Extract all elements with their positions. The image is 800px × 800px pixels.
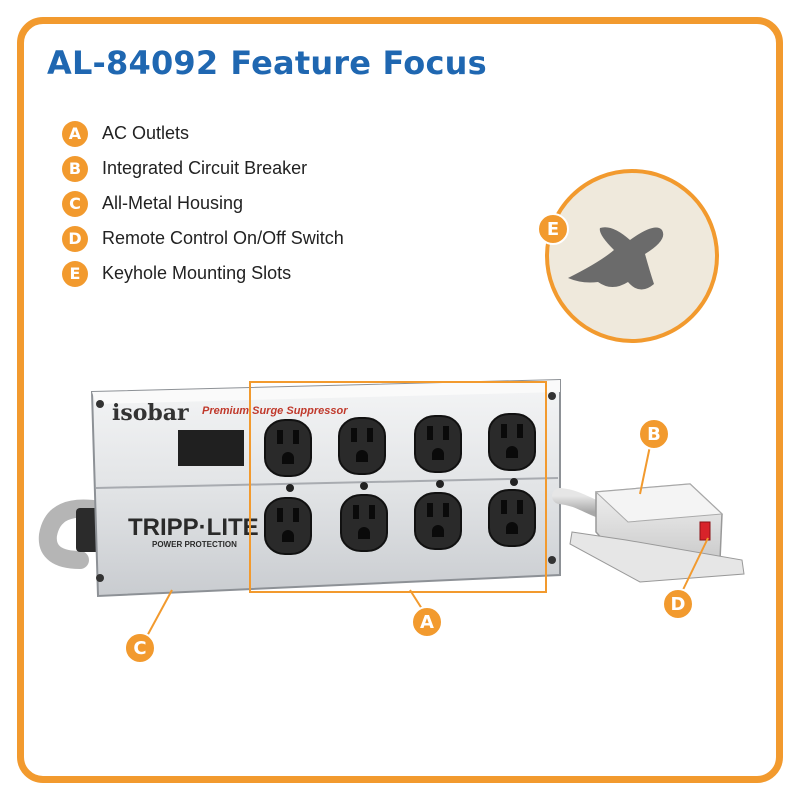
feature-list: A AC Outlets B Integrated Circuit Breake… xyxy=(62,116,344,291)
keyhole-detail xyxy=(545,169,719,343)
feature-label: All-Metal Housing xyxy=(102,193,244,213)
brand-logo: isobar xyxy=(112,400,189,426)
callout-c: C xyxy=(124,632,156,664)
callout-e: E xyxy=(537,213,569,245)
maker-subline: POWER PROTECTION xyxy=(152,540,237,549)
outlet-highlight xyxy=(249,381,547,593)
callout-b: B xyxy=(638,418,670,450)
list-item: D Remote Control On/Off Switch xyxy=(62,221,344,256)
page-title: AL-84092 Feature Focus xyxy=(47,44,487,82)
letter-badge: E xyxy=(62,260,88,287)
feature-label: Remote Control On/Off Switch xyxy=(102,228,344,248)
letter-badge: A xyxy=(62,120,88,147)
callout-a: A xyxy=(411,606,443,638)
list-item: B Integrated Circuit Breaker xyxy=(62,151,344,186)
letter-badge: B xyxy=(62,155,88,182)
callout-d: D xyxy=(662,588,694,620)
title-text: Feature Focus xyxy=(230,44,487,82)
model-number: AL-84092 xyxy=(47,44,219,82)
ac-outlets xyxy=(264,413,536,555)
list-item: C All-Metal Housing xyxy=(62,186,344,221)
remote-switch-box xyxy=(569,483,745,583)
leader-c xyxy=(145,589,173,639)
feature-label: Integrated Circuit Breaker xyxy=(102,158,308,178)
feature-label: AC Outlets xyxy=(102,123,190,143)
letter-badge: C xyxy=(62,190,88,217)
letter-badge: D xyxy=(62,225,88,252)
maker-logo: TRIPP·LITE xyxy=(128,514,259,541)
leader-d xyxy=(679,537,709,597)
product-tagline: Premium Surge Suppressor xyxy=(202,405,348,417)
surge-strip: isobar Premium Surge Suppressor TRIPP·LI… xyxy=(90,378,561,598)
feature-label: Keyhole Mounting Slots xyxy=(102,263,292,283)
leader-b xyxy=(639,445,651,495)
list-item: E Keyhole Mounting Slots xyxy=(62,256,344,291)
list-item: A AC Outlets xyxy=(62,116,344,151)
power-switch xyxy=(699,521,711,541)
